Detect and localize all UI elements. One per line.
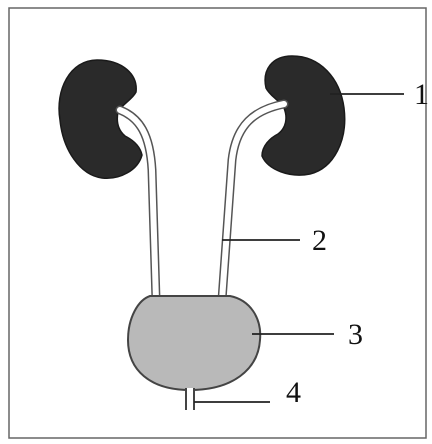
bladder [128,296,260,390]
label-3: 3 [348,318,363,351]
right-ureter-lumen [222,104,284,300]
label-2: 2 [312,224,327,257]
urethra-lumen [186,388,194,410]
label-1: 1 [414,78,429,111]
label-4: 4 [286,376,301,409]
right-kidney [262,56,345,175]
